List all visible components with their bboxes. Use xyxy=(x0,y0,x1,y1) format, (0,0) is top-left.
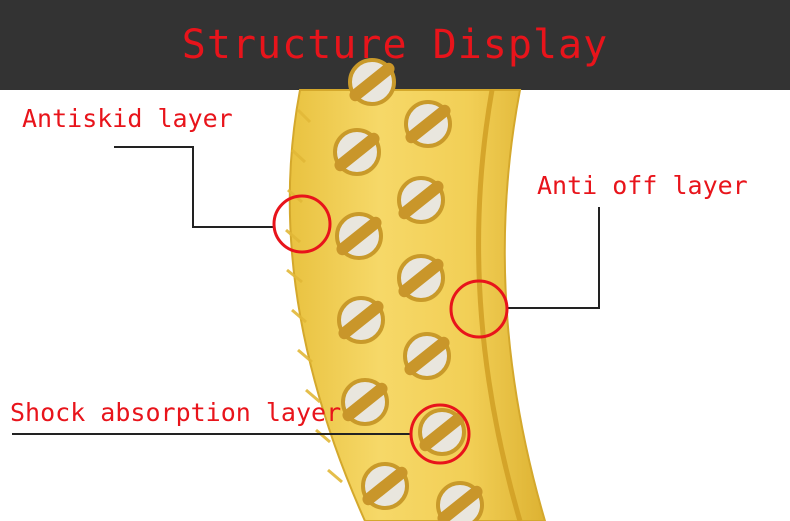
tire-hole xyxy=(403,332,451,380)
shock-callout-circle xyxy=(409,403,471,465)
anti-off-leader-line xyxy=(507,207,600,309)
tire-hole xyxy=(348,58,396,106)
shock-absorption-holes xyxy=(333,58,484,521)
antiskid-layer-label: Antiskid layer xyxy=(22,104,233,133)
antiskid-leader-line xyxy=(114,146,275,228)
tire-hole xyxy=(335,212,383,260)
anti-off-layer-label: Anti off layer xyxy=(537,171,748,200)
tire-hole xyxy=(361,462,409,510)
antiskid-tread xyxy=(285,108,343,484)
banner-title: Structure Display xyxy=(181,22,609,68)
tire-hole xyxy=(337,296,385,344)
tire-hole xyxy=(436,481,484,521)
tire-hole xyxy=(397,254,445,302)
tire-hole xyxy=(404,100,452,148)
tire-hole xyxy=(397,176,445,224)
tire-hole xyxy=(333,128,381,176)
antiskid-callout-circle xyxy=(272,194,332,254)
anti-off-callout-circle xyxy=(449,279,509,339)
tire-hole xyxy=(341,378,389,426)
title-banner: Structure Display xyxy=(0,0,790,90)
shock-absorption-layer-label: Shock absorption layer xyxy=(10,398,342,427)
anti-off-groove xyxy=(476,89,523,521)
tire-hole xyxy=(418,408,466,456)
